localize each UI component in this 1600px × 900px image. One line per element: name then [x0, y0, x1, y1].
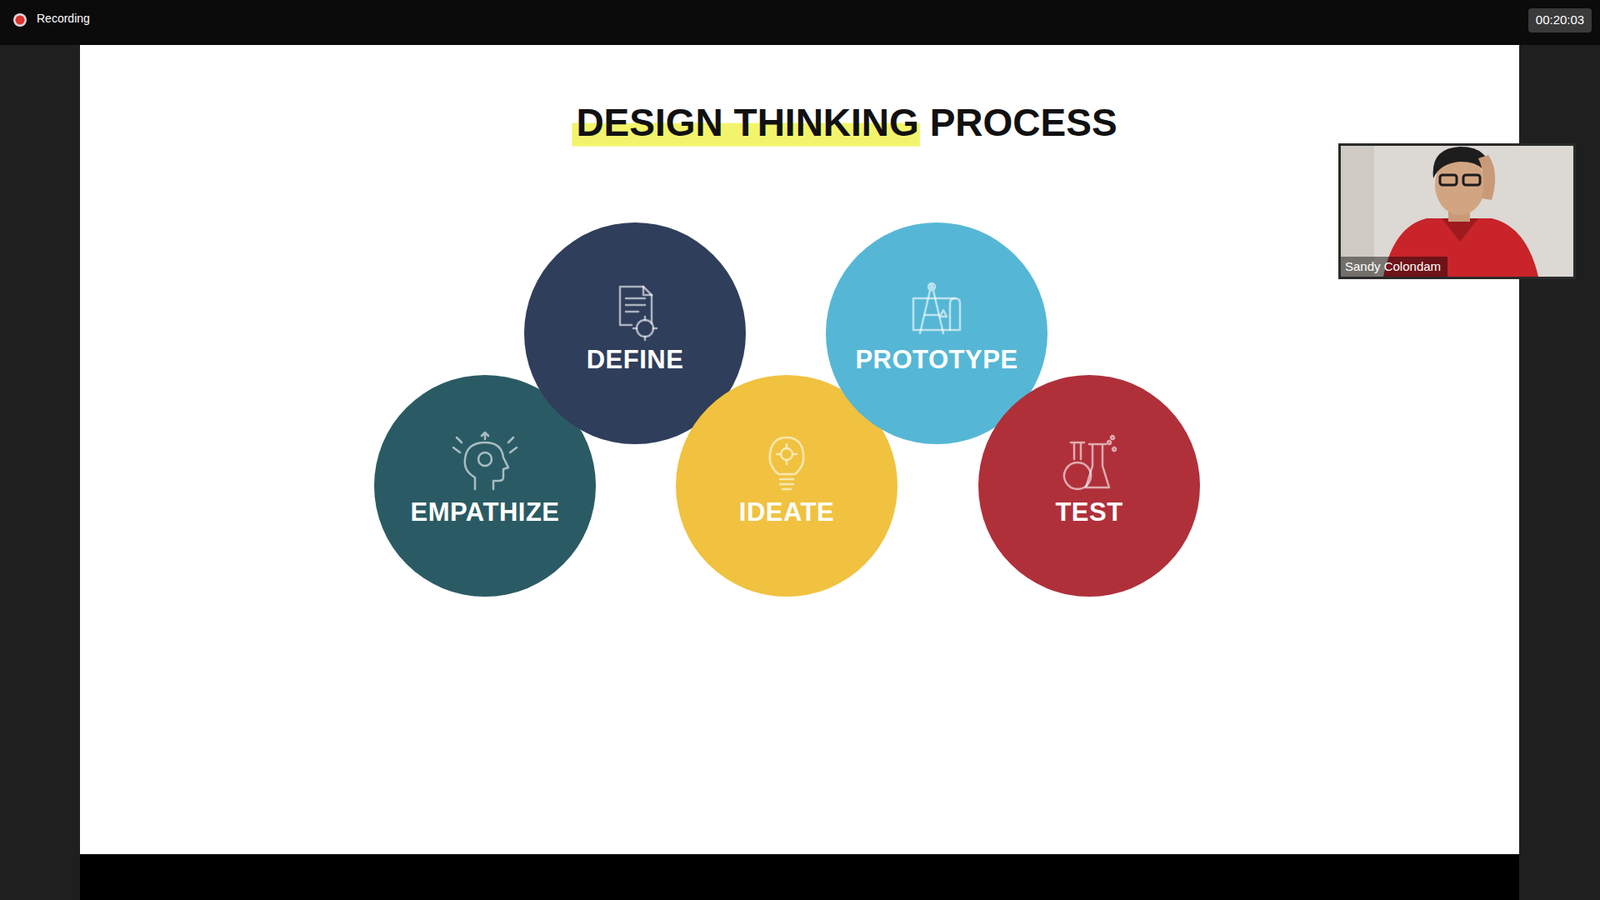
icon-stroke: [770, 437, 805, 475]
participant-name: Sandy Colondam: [1345, 259, 1441, 274]
icon-stroke: [1107, 435, 1116, 451]
icon-stroke: [1070, 442, 1085, 460]
slide-title: DESIGN THINKING PROCESS: [575, 100, 1117, 145]
webcam-collar: [1441, 218, 1479, 242]
webcam-glasses: [1463, 175, 1480, 185]
timer-box: [1528, 8, 1592, 33]
record-dot: [15, 15, 25, 25]
recording-label: Recording: [36, 11, 90, 25]
name-plate: [1340, 256, 1448, 277]
icon-stroke: [925, 314, 939, 317]
icon-stroke: [940, 310, 947, 317]
webcam-hand: [1478, 155, 1495, 200]
icon-stroke: [481, 432, 489, 440]
webcam-wall: [1340, 145, 1574, 277]
slide: [80, 45, 1520, 855]
webcam-view: [1338, 143, 1576, 280]
step-icon: [620, 286, 657, 340]
icon-stroke: [453, 447, 517, 453]
icon-stroke: [950, 298, 955, 330]
record-ring: [13, 13, 27, 27]
icon-stroke: [1085, 444, 1110, 488]
icon-stroke: [776, 444, 797, 465]
webcam-glasses: [1440, 175, 1457, 185]
icon-stroke: [456, 437, 514, 443]
step-label: IDEATE: [675, 497, 898, 528]
icon-stroke: [780, 448, 793, 460]
step-label: TEST: [978, 497, 1200, 528]
step-label: EMPATHIZE: [374, 497, 596, 528]
step-icon: [913, 283, 960, 334]
step-icon: [1064, 435, 1116, 490]
webcam-frame: [1338, 143, 1576, 280]
circle-fill: [978, 375, 1200, 597]
bottom-bar: [80, 854, 1520, 900]
icon-stroke: [920, 283, 944, 334]
icon-stroke: [478, 452, 492, 466]
step-icon: [453, 432, 517, 490]
process-circle: TEST: [978, 375, 1200, 597]
icon-stroke: [465, 442, 509, 490]
top-bar: [0, 0, 1600, 45]
icon-stroke: [636, 320, 654, 337]
icon-stroke: [643, 286, 652, 295]
icon-stroke: [780, 479, 794, 490]
step-icon: [770, 437, 805, 490]
icon-stroke: [625, 298, 645, 312]
step-label: DEFINE: [524, 345, 746, 375]
icon-stroke: [633, 316, 657, 340]
step-label: PROTOTYPE: [825, 345, 1048, 375]
circle-shape: [978, 375, 1200, 597]
timer-text: 00:20:03: [1535, 12, 1585, 27]
